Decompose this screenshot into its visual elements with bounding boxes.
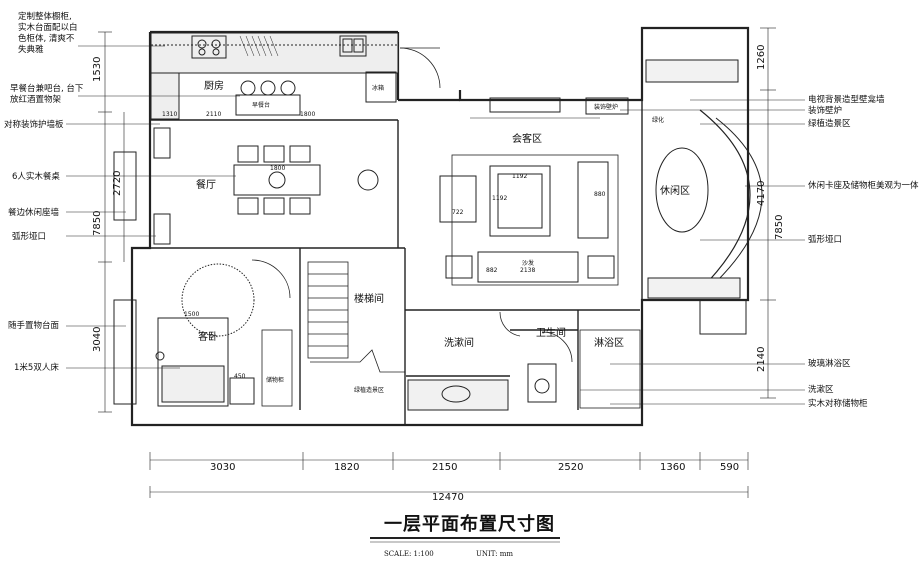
interior-walls (150, 100, 643, 425)
label-stair-storage: 储物柜 (266, 376, 284, 384)
dim-sofa: 2138 (520, 267, 535, 274)
label-stair-bottom: 绿植造景区 (354, 386, 384, 394)
dim-total: 12470 (432, 492, 464, 503)
annotation-arch-right: 弧形垭口 (808, 235, 843, 245)
dim-bottom-4: 2520 (558, 462, 583, 473)
scale-row: SCALE: 1:100 UNIT: mm (384, 550, 553, 558)
dim-sofa-d: 882 (486, 267, 498, 274)
annotation-side-table: 随手置物台面 (8, 321, 60, 331)
leisure-area (645, 59, 763, 335)
kitchen-counter (150, 32, 399, 120)
room-kitchen: 厨房 (204, 79, 224, 92)
dim-liv2: 1192 (492, 195, 507, 202)
dimension-lines (98, 27, 776, 498)
annotation-green-area: 绿植造景区 (808, 119, 851, 129)
dim-left-2: 2720 (112, 171, 123, 196)
room-shower: 淋浴区 (594, 336, 624, 349)
annotation-wall-panel: 对称装饰护墙板 (4, 120, 64, 130)
label-green: 绿化 (652, 116, 664, 124)
dim-bottom-5: 1360 (660, 462, 685, 473)
staircase (307, 261, 405, 373)
room-wash: 洗漱间 (444, 336, 474, 349)
annotation-breakfast-bar: 早餐台兼吧台, 台下放红酒置物架 (10, 84, 84, 105)
label-breakfast-bar: 早餐台 (252, 101, 270, 109)
annotation-cabinets: 定制整体橱柜, 实木台面配以白色柜体, 清爽不失典雅 (18, 12, 78, 55)
room-bedroom: 客卧 (198, 330, 218, 343)
annotation-shower: 玻璃淋浴区 (808, 359, 851, 369)
scale-label: SCALE: 1:100 (384, 550, 434, 558)
dim-bottom-1: 3030 (210, 462, 235, 473)
label-fireplace: 装饰壁炉 (594, 103, 618, 111)
annotation-dining-table: 6人实木餐桌 (12, 172, 60, 182)
annotation-bed: 1米5双人床 (14, 363, 59, 373)
annotation-fireplace: 装饰壁炉 (808, 106, 843, 116)
room-bathroom: 卫生间 (536, 326, 566, 339)
dim-left-3: 7850 (92, 211, 103, 236)
dim-right-2: 4170 (756, 181, 767, 206)
annotation-side-seat: 餐边休闲座墙 (8, 208, 60, 218)
dim-k2: 2110 (206, 111, 221, 118)
dim-liv3: 722 (452, 209, 464, 216)
dim-k1: 1310 (162, 111, 177, 118)
label-sofa: 沙发 (522, 259, 534, 267)
dim-left-4: 3040 (92, 327, 103, 352)
room-stairs: 楼梯间 (354, 292, 384, 305)
dim-left-1: 1530 (92, 57, 103, 82)
dim-bottom-3: 2150 (432, 462, 457, 473)
bedroom-furniture (113, 263, 293, 407)
dim-bottom-6: 590 (720, 462, 739, 473)
unit-label: UNIT: mm (475, 550, 514, 558)
dim-right-3: 7850 (774, 215, 785, 240)
room-leisure: 休闲区 (660, 184, 690, 197)
annotation-tv-wall: 电视背景造型壁龛墙 (808, 95, 885, 105)
dim-t1: 1800 (270, 165, 285, 172)
dim-bed-side: 450 (234, 373, 246, 380)
drawing-title: 一层平面布置尺寸图 (384, 514, 555, 535)
label-fridge: 冰箱 (372, 84, 384, 92)
annotation-wash: 洗漱区 (808, 385, 834, 395)
annotation-arch-left: 弧形垭口 (12, 232, 47, 242)
living-furniture (439, 97, 629, 286)
dining-set (113, 127, 379, 245)
dim-t2: 1800 (300, 111, 315, 118)
dim-liv4: 880 (594, 191, 606, 198)
dim-right-4: 2140 (756, 347, 767, 372)
annotation-storage: 实木对称储物柜 (808, 399, 868, 409)
room-dining: 餐厅 (196, 178, 216, 191)
dim-liv1: 1192 (512, 173, 527, 180)
dim-bottom-2: 1820 (334, 462, 359, 473)
leader-lines (66, 45, 805, 405)
dim-right-1: 1260 (756, 45, 767, 70)
dim-bed-w: 1500 (184, 311, 199, 318)
room-living: 会客区 (512, 132, 542, 145)
annotation-leisure-seat: 休闲卡座及储物柜美观为一体 (808, 181, 919, 191)
bath-fixtures (407, 329, 641, 411)
doors (251, 47, 573, 363)
